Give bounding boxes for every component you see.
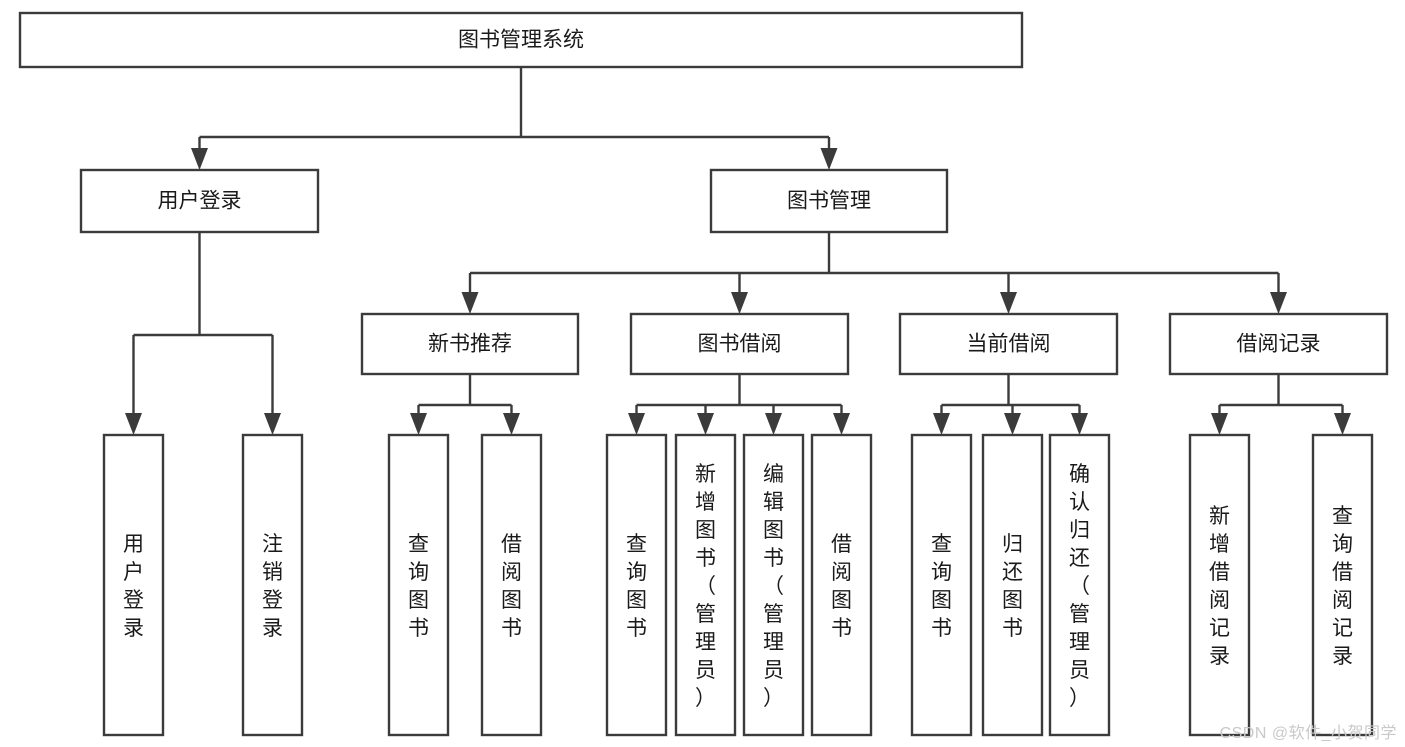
node-label-leaf-return-book: 归还图书 [1002,533,1023,640]
edge-group-book-borrow [628,374,850,435]
node-box-root [18,11,1024,69]
node-label-book-borrow: 图书借阅 [698,333,782,356]
node-label-root: 图书管理系统 [458,29,584,52]
node-box-leaf-add-record [1188,433,1251,737]
node-box-leaf-return-book [981,433,1044,737]
node-leaf-query-book-3[interactable]: 查询图书 [910,433,973,737]
node-label-book-manage: 图书管理 [787,190,871,213]
node-label-leaf-query-book-2: 查询图书 [626,533,647,640]
node-label-borrow-record: 借阅记录 [1237,333,1321,356]
node-new-book-recommend[interactable]: 新书推荐 [360,312,580,376]
edges-layer [125,67,1351,435]
node-leaf-return-book[interactable]: 归还图书 [981,433,1044,737]
node-box-new-book-recommend [360,312,580,376]
node-box-leaf-user-login [102,433,165,737]
node-box-leaf-query-record [1311,433,1374,737]
node-box-borrow-record [1168,312,1389,376]
node-box-leaf-query-book-1 [387,433,450,737]
node-leaf-edit-book[interactable]: 编辑图书（管理员） [742,433,805,737]
node-box-current-borrow [898,312,1119,376]
edge-group-root [191,67,838,170]
node-label-new-book-recommend: 新书推荐 [428,333,512,356]
node-box-leaf-edit-book [742,433,805,737]
node-leaf-query-book-1[interactable]: 查询图书 [387,433,450,737]
node-box-leaf-add-book [674,433,737,737]
node-label-leaf-borrow-book-2: 借阅图书 [831,533,852,640]
node-box-leaf-query-book-3 [910,433,973,737]
node-current-borrow[interactable]: 当前借阅 [898,312,1119,376]
edge-group-current-borrow [933,374,1088,435]
edge-group-new-book-recommend [410,374,520,435]
node-label-leaf-edit-book: 编辑图书（管理员） [763,463,784,710]
edge-group-borrow-record [1211,374,1351,435]
node-box-leaf-query-book-2 [605,433,668,737]
edge-group-book-manage [461,232,1287,314]
node-label-user-login: 用户登录 [158,190,242,213]
node-borrow-record[interactable]: 借阅记录 [1168,312,1389,376]
node-leaf-add-record[interactable]: 新增借阅记录 [1188,433,1251,737]
nodes-layer: 图书管理系统用户登录图书管理新书推荐图书借阅当前借阅借阅记录用户登录注销登录查询… [18,11,1389,737]
node-label-leaf-query-book-3: 查询图书 [931,533,952,640]
edge-group-user-login [125,232,281,435]
node-leaf-query-record[interactable]: 查询借阅记录 [1311,433,1374,737]
node-leaf-confirm-return[interactable]: 确认归还（管理员） [1048,433,1111,737]
node-label-leaf-user-login: 用户登录 [123,533,144,640]
node-label-current-borrow: 当前借阅 [967,333,1051,356]
node-user-login[interactable]: 用户登录 [79,168,320,234]
node-box-leaf-user-logout [241,433,304,737]
node-label-leaf-add-record: 新增借阅记录 [1209,505,1230,668]
node-leaf-borrow-book-1[interactable]: 借阅图书 [480,433,543,737]
node-leaf-user-login[interactable]: 用户登录 [102,433,165,737]
node-label-leaf-query-book-1: 查询图书 [408,533,429,640]
node-leaf-user-logout[interactable]: 注销登录 [241,433,304,737]
node-box-leaf-borrow-book-1 [480,433,543,737]
node-box-book-manage [709,168,949,234]
node-box-leaf-confirm-return [1048,433,1111,737]
node-label-leaf-confirm-return: 确认归还（管理员） [1069,463,1090,710]
node-label-leaf-add-book: 新增图书（管理员） [695,463,716,710]
node-root[interactable]: 图书管理系统 [18,11,1024,69]
node-box-user-login [79,168,320,234]
node-leaf-add-book[interactable]: 新增图书（管理员） [674,433,737,737]
node-box-book-borrow [629,312,850,376]
node-label-leaf-query-record: 查询借阅记录 [1332,505,1353,668]
node-box-leaf-borrow-book-2 [810,433,873,737]
node-label-leaf-borrow-book-1: 借阅图书 [501,533,522,640]
node-label-leaf-user-logout: 注销登录 [262,533,283,640]
node-leaf-query-book-2[interactable]: 查询图书 [605,433,668,737]
node-book-manage[interactable]: 图书管理 [709,168,949,234]
node-leaf-borrow-book-2[interactable]: 借阅图书 [810,433,873,737]
node-book-borrow[interactable]: 图书借阅 [629,312,850,376]
